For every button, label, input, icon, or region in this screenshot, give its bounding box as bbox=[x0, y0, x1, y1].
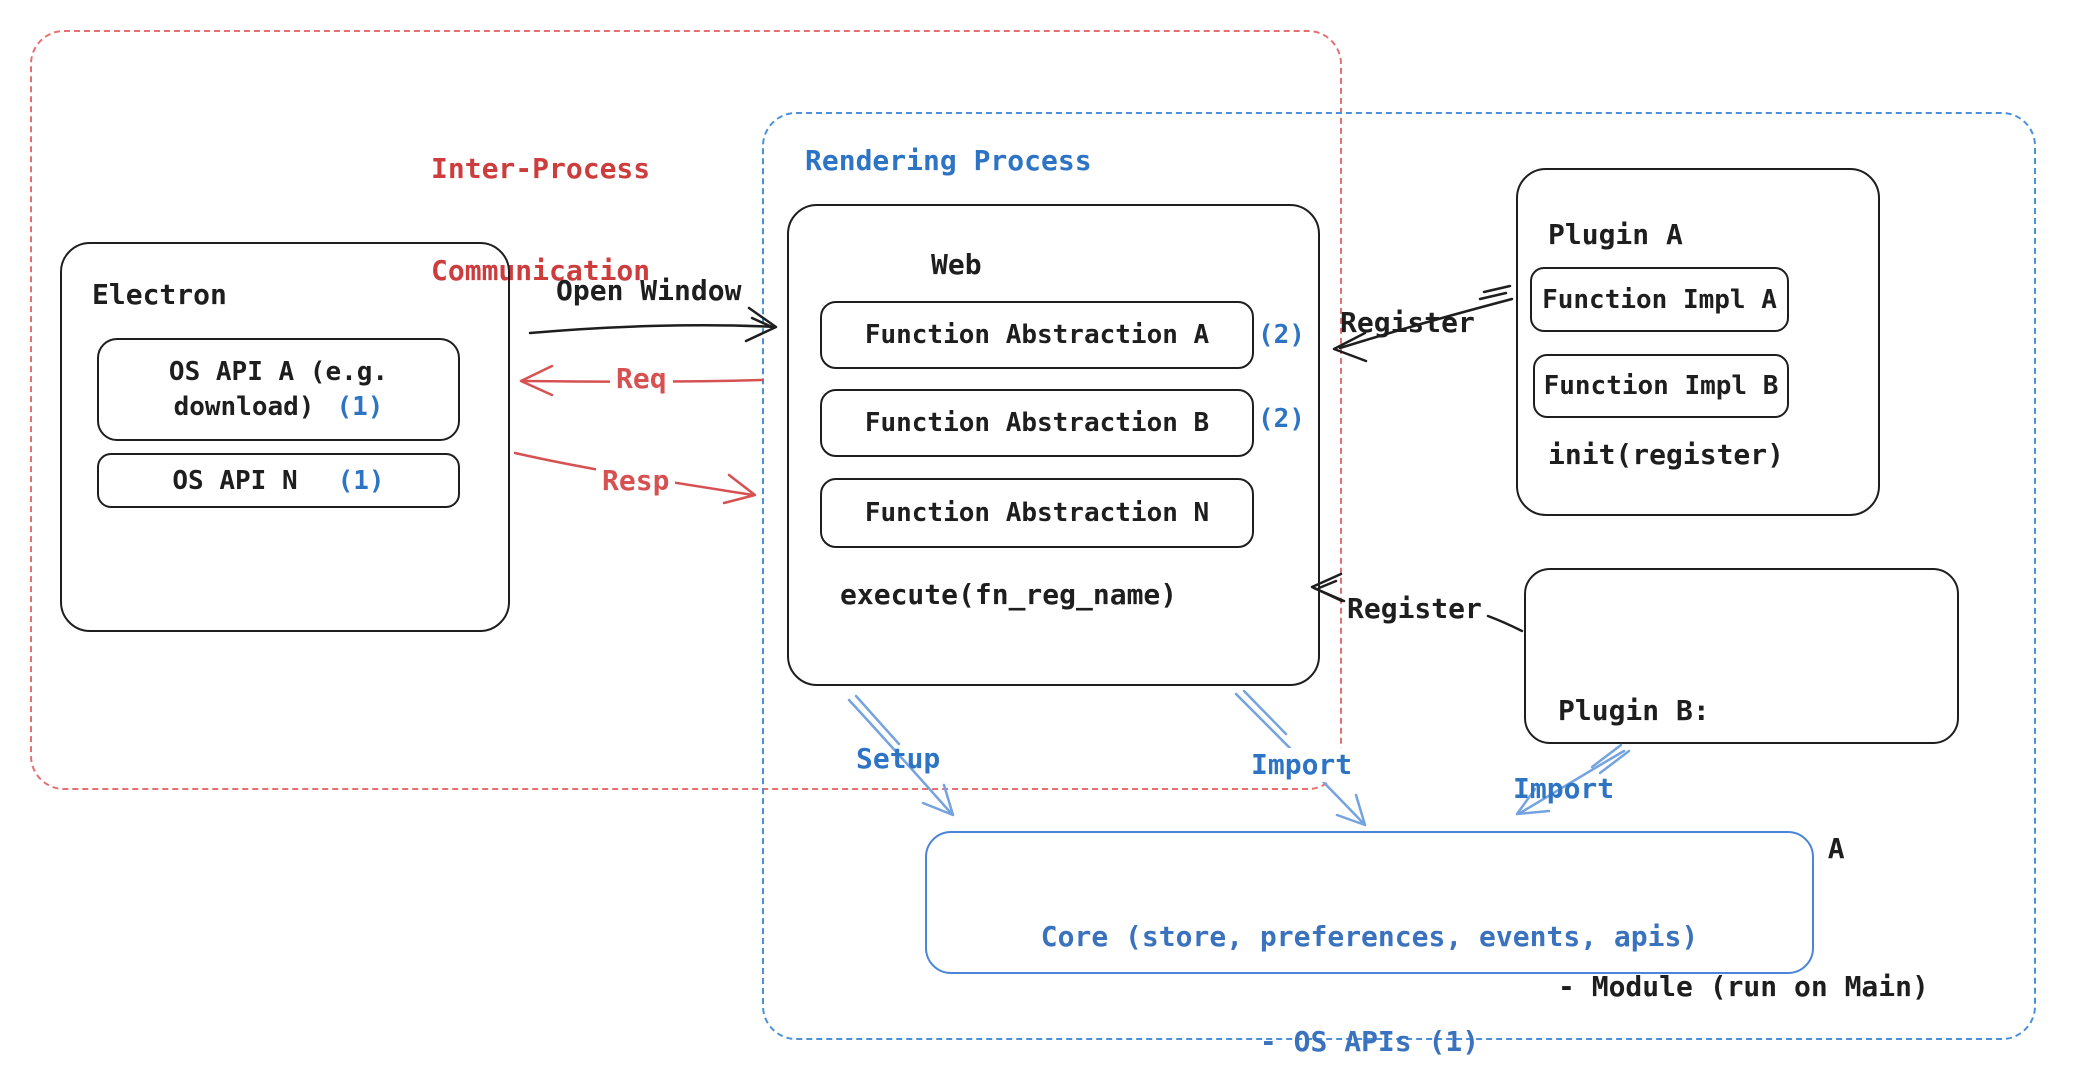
function-abstraction-n-box: Function Abstraction N bbox=[820, 478, 1254, 548]
plugin-b-line3: - Module (run on Main) bbox=[1558, 970, 1929, 1003]
ipc-label-line2: Communication bbox=[431, 254, 651, 287]
electron-box bbox=[60, 242, 510, 632]
core-line1: Core (store, preferences, events, apis) bbox=[1040, 920, 1699, 953]
core-line2: - OS APIs (1) bbox=[1259, 1025, 1480, 1058]
os-api-a-box: OS API A (e.g. download) (1) bbox=[97, 338, 460, 441]
ipc-region-box bbox=[30, 30, 1342, 790]
core-text: Core (store, preferences, events, apis) … bbox=[927, 833, 1812, 1066]
os-api-a-line1: OS API A (e.g. bbox=[168, 356, 389, 387]
os-api-a-line2-row: download) (1) bbox=[174, 390, 384, 425]
execute-label: execute(fn_reg_name) bbox=[840, 578, 1178, 611]
plugin-b-box: Plugin B: - Function Impl A - Module (ru… bbox=[1524, 568, 1959, 1003]
ipc-region-label: Inter-Process Communication bbox=[431, 84, 650, 356]
register-top-label: Register bbox=[1340, 306, 1475, 339]
plugin-b-line1: Plugin B: bbox=[1558, 694, 1710, 727]
function-abstraction-a-box: Function Abstraction A bbox=[820, 301, 1254, 369]
plugin-a-title: Plugin A bbox=[1548, 218, 1683, 251]
setup-label: Setup bbox=[856, 742, 941, 775]
os-api-n-box: OS API N (1) bbox=[97, 453, 460, 508]
import-plugin-label: Import bbox=[1513, 772, 1615, 805]
os-api-n-marker: (1) bbox=[337, 465, 385, 496]
web-title: Web bbox=[931, 248, 982, 281]
core-box: Core (store, preferences, events, apis) … bbox=[925, 831, 1814, 1058]
rendering-process-region-box bbox=[762, 112, 2036, 1040]
web-box bbox=[787, 204, 1320, 686]
function-impl-a-box: Function Impl A bbox=[1530, 267, 1789, 332]
os-api-a-line2: download) bbox=[173, 391, 315, 422]
resp-label: Resp bbox=[596, 464, 676, 498]
os-api-n-label: OS API N bbox=[172, 465, 298, 496]
os-api-a-marker: (1) bbox=[336, 391, 384, 422]
import-web-label: Import bbox=[1245, 748, 1359, 782]
plugin-a-init-label: init(register) bbox=[1548, 438, 1785, 471]
req-label: Req bbox=[610, 362, 673, 396]
register-bottom-label: Register bbox=[1347, 592, 1482, 625]
function-impl-b-box: Function Impl B bbox=[1533, 354, 1789, 418]
open-window-label: Open Window bbox=[556, 274, 742, 307]
electron-title: Electron bbox=[92, 278, 227, 311]
ipc-label-line1: Inter-Process bbox=[431, 152, 651, 185]
plugin-a-box bbox=[1516, 168, 1880, 516]
rendering-process-label: Rendering Process bbox=[805, 144, 1092, 177]
function-abstraction-b-marker: (2) bbox=[1258, 404, 1305, 434]
function-abstraction-b-box: Function Abstraction B bbox=[820, 389, 1254, 457]
function-abstraction-a-marker: (2) bbox=[1258, 320, 1305, 350]
